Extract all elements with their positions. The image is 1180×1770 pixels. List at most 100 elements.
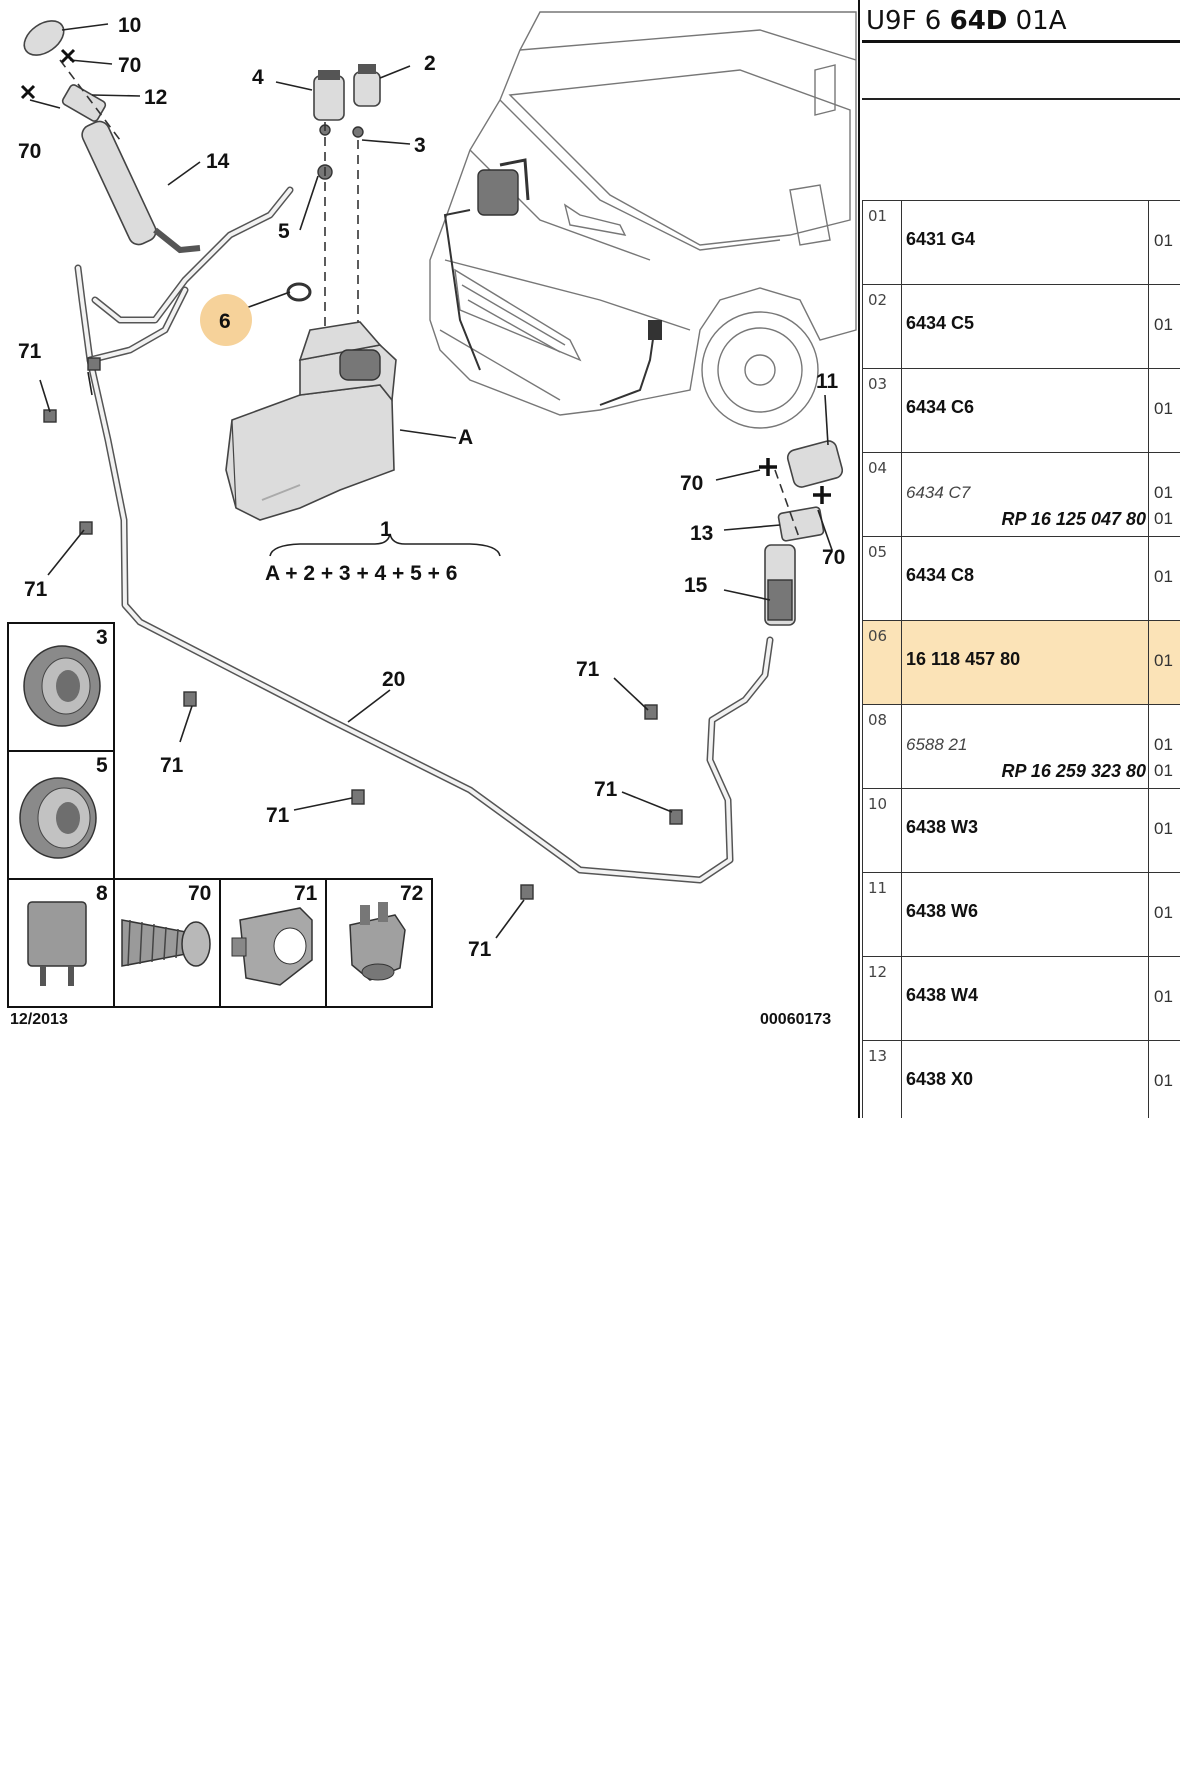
leader-lines <box>29 23 833 939</box>
part-reference-cell: 6588 21 RP 16 259 323 80 <box>901 704 1149 789</box>
part-reference[interactable]: 6438 W4 <box>906 985 979 1005</box>
assembly-brace <box>269 533 501 557</box>
exploded-parts-diagram: 10 70 12 70 14 4 2 3 5 6 71 A 1 71 11 70… <box>0 0 860 1118</box>
callout-6: 6 <box>219 310 231 333</box>
callout-70: 70 <box>18 140 41 163</box>
callout-71: 71 <box>576 658 600 681</box>
callout-12: 12 <box>144 86 167 109</box>
inset-label-5: 5 <box>96 754 108 777</box>
van-illustration <box>429 11 857 429</box>
part-reference-cell: 6434 C6 <box>901 368 1149 453</box>
date-code: 12/2013 <box>10 1011 68 1028</box>
part-quantity-cell: 01 <box>1148 368 1180 453</box>
part-quantity-cell: 01 <box>1148 284 1180 369</box>
callout-3: 3 <box>414 134 426 157</box>
part-reference-cell: 6434 C8 <box>901 536 1149 621</box>
part-quantity-cell: 01 <box>1148 536 1180 621</box>
diagram-svg: 10 70 12 70 14 4 2 3 5 6 71 A 1 71 11 70… <box>7 0 860 1118</box>
part-index: 02 <box>862 284 902 369</box>
part-index: 01 <box>862 200 902 285</box>
callout-71: 71 <box>468 938 492 961</box>
figure-code: 00060173 <box>760 1011 831 1028</box>
part-reference[interactable]: 6438 X0 <box>906 1069 974 1089</box>
callout-71: 71 <box>594 778 618 801</box>
highlight-item-6 <box>200 294 252 346</box>
part-index: 05 <box>862 536 902 621</box>
part-reference-cell: 6438 W6 <box>901 872 1149 957</box>
part-quantity: 01 <box>1154 735 1173 754</box>
catalog-prefix: U9F 6 <box>866 6 942 36</box>
header-rule <box>862 40 1180 43</box>
callout-4: 4 <box>252 66 264 89</box>
part-index: 08 <box>862 704 902 789</box>
inset-label-3: 3 <box>96 626 108 649</box>
part-quantity-cell: 01 <box>1148 872 1180 957</box>
part-quantity: 01 <box>1154 315 1173 334</box>
part-reference[interactable]: 6434 C7 <box>906 483 971 502</box>
callout-71: 71 <box>24 578 48 601</box>
headlamp-washer-right <box>764 440 844 626</box>
part-reference[interactable]: 6438 W3 <box>906 817 979 837</box>
part-reference[interactable]: 6434 C6 <box>906 397 975 417</box>
part-quantity: 01 <box>1154 651 1173 670</box>
callout-2: 2 <box>424 52 436 75</box>
part-reference-cell: 6431 G4 <box>901 200 1149 285</box>
assembly-formula: A + 2 + 3 + 4 + 5 + 6 <box>265 562 457 585</box>
part-index: 13 <box>862 1040 902 1118</box>
callout-70: 70 <box>118 54 141 77</box>
catalog-group: 64D <box>949 6 1008 36</box>
inset-label-8: 8 <box>96 882 108 905</box>
part-reference[interactable]: 6434 C5 <box>906 313 975 333</box>
part-quantity-cell: 01 <box>1148 788 1180 873</box>
callout-11: 11 <box>816 370 839 393</box>
callout-5: 5 <box>278 220 290 243</box>
part-reference[interactable]: 6438 W6 <box>906 901 979 921</box>
replacement-reference[interactable]: RP 16 125 047 80 <box>1001 509 1146 529</box>
washer-reservoir <box>225 282 397 521</box>
part-quantity: 01 <box>1154 1071 1173 1090</box>
replacement-reference[interactable]: RP 16 259 323 80 <box>1001 761 1146 781</box>
part-quantity: 01 <box>1154 231 1173 250</box>
part-quantity: 01 <box>1154 987 1173 1006</box>
replacement-quantity: 01 <box>1154 509 1173 528</box>
part-index: 10 <box>862 788 902 873</box>
callout-labels: 10 70 12 70 14 4 2 3 5 6 71 A 1 71 11 70… <box>18 14 845 961</box>
part-index: 03 <box>862 368 902 453</box>
fastener-marks <box>20 48 831 504</box>
inset-label-72: 72 <box>400 882 423 905</box>
part-reference[interactable]: 16 118 457 80 <box>906 649 1021 669</box>
part-quantity: 01 <box>1154 399 1173 418</box>
part-quantity-cell: 01 <box>1148 1040 1180 1118</box>
part-reference[interactable]: 6588 21 <box>906 735 968 754</box>
callout-71: 71 <box>18 340 42 363</box>
inset-label-71: 71 <box>294 882 318 905</box>
callout-70: 70 <box>680 472 703 495</box>
catalog-suffix: 01A <box>1015 6 1067 36</box>
part-quantity: 01 <box>1154 819 1173 838</box>
part-reference[interactable]: 6434 C8 <box>906 565 975 585</box>
part-reference[interactable]: 6431 G4 <box>906 229 976 249</box>
catalog-reference: U9F 6 64D 01A <box>866 2 1067 40</box>
inset-label-70: 70 <box>188 882 211 905</box>
part-index: 04 <box>862 452 902 537</box>
part-reference-cell: 6438 X0 <box>901 1040 1149 1118</box>
part-index: 12 <box>862 956 902 1041</box>
part-quantity-cell: 01 <box>1148 200 1180 285</box>
part-index: 06 <box>862 620 902 705</box>
